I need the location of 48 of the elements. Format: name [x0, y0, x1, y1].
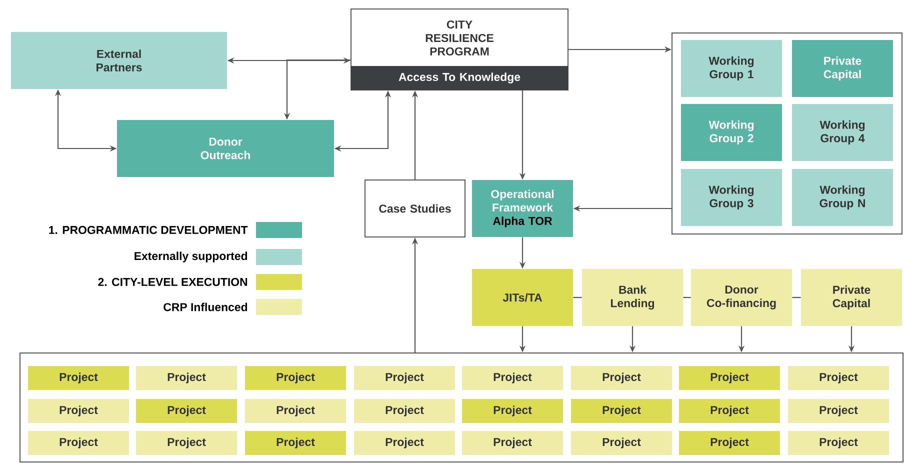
process-box: Case Studies — [364, 180, 466, 238]
connector-line — [683, 296, 691, 298]
project-box: Project — [462, 431, 563, 455]
project-box: Project — [571, 366, 672, 390]
project-box: Project — [245, 366, 346, 390]
project-box: Project — [245, 431, 346, 455]
project-box: Project — [354, 431, 455, 455]
connector-line — [792, 296, 801, 298]
process-box: JITs/TA — [472, 269, 573, 326]
process-box: Working Group 4 — [792, 104, 893, 161]
group-panel — [672, 32, 902, 234]
project-box: Project — [136, 366, 237, 390]
process-box: Operational Framework Alpha TOR — [472, 180, 573, 237]
project-box: Project — [571, 399, 672, 423]
process-box: Donor Outreach — [117, 120, 334, 177]
project-box: Project — [136, 431, 237, 455]
legend-label: Externally supported — [134, 252, 248, 262]
project-box: Project — [571, 431, 672, 455]
project-box: Project — [679, 399, 780, 423]
process-box: Working Group 1 — [681, 40, 782, 97]
program-box: CITY RESILIENCE PROGRAM Access To Knowledge — [350, 8, 568, 90]
process-box: Working Group 3 — [681, 169, 782, 226]
project-box: Project — [788, 366, 889, 390]
process-box: Donor Co-financing — [691, 269, 792, 326]
project-box: Project — [788, 431, 889, 455]
project-box: Project — [679, 431, 780, 455]
legend-label: 1. PROGRAMMATIC DEVELOPMENT — [49, 226, 248, 234]
project-box: Project — [28, 366, 129, 390]
process-box: Working Group N — [792, 169, 893, 226]
legend-label: CRP Influenced — [164, 302, 248, 312]
project-box: Project — [462, 366, 563, 390]
project-box: Project — [462, 399, 563, 423]
project-box: Project — [28, 431, 129, 455]
legend-label: 2. CITY-LEVEL EXECUTION — [98, 278, 248, 286]
process-box: Private Capital — [801, 269, 902, 326]
connector-line — [573, 296, 582, 298]
project-box: Project — [136, 399, 237, 423]
process-box: Working Group 2 — [681, 104, 782, 161]
process-box: Bank Lending — [582, 269, 683, 326]
project-box: Project — [679, 366, 780, 390]
project-box: Project — [354, 399, 455, 423]
project-box: Project — [354, 366, 455, 390]
project-box: Project — [245, 399, 346, 423]
project-panel — [20, 352, 904, 462]
project-box: Project — [788, 399, 889, 423]
process-box: External Partners — [11, 32, 227, 89]
process-box: Private Capital — [792, 40, 893, 97]
project-box: Project — [28, 399, 129, 423]
